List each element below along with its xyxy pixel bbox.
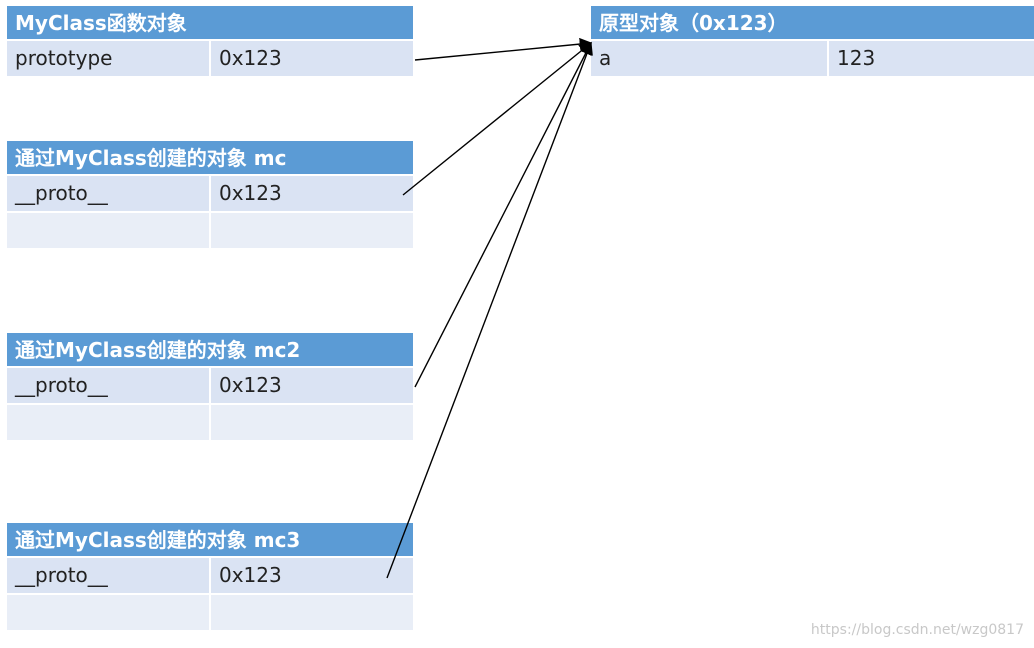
prototype-key: prototype bbox=[7, 41, 211, 76]
arrow-mc-to-proto-object bbox=[402, 42, 592, 196]
proto-key: __proto__ bbox=[7, 558, 211, 593]
myclass-function-title: MyClass函数对象 bbox=[7, 6, 413, 41]
prototype-object-table: 原型对象（0x123） a 123 bbox=[591, 6, 1034, 78]
empty-row bbox=[7, 595, 413, 632]
myclass-function-table: MyClass函数对象 prototype 0x123 bbox=[7, 6, 413, 78]
empty-cell bbox=[211, 213, 413, 248]
empty-cell bbox=[7, 405, 211, 440]
table-row: __proto__ 0x123 bbox=[7, 176, 413, 213]
proto-key: __proto__ bbox=[7, 176, 211, 211]
instance-mc-table: 通过MyClass创建的对象 mc __proto__ 0x123 bbox=[7, 141, 413, 250]
watermark: https://blog.csdn.net/wzg0817 bbox=[810, 622, 1024, 638]
prototype-object-title: 原型对象（0x123） bbox=[591, 6, 1034, 41]
instance-mc3-table: 通过MyClass创建的对象 mc3 __proto__ 0x123 bbox=[7, 523, 413, 632]
table-row: __proto__ 0x123 bbox=[7, 558, 413, 595]
empty-cell bbox=[211, 405, 413, 440]
prototype-value: 0x123 bbox=[211, 41, 413, 76]
table-row: a 123 bbox=[591, 41, 1034, 78]
empty-row bbox=[7, 405, 413, 442]
instance-mc-title: 通过MyClass创建的对象 mc bbox=[7, 141, 413, 176]
proto-value: 0x123 bbox=[211, 368, 413, 403]
property-a-key: a bbox=[591, 41, 829, 76]
empty-row bbox=[7, 213, 413, 250]
arrow-mc3-to-proto-object bbox=[386, 41, 593, 579]
table-row: __proto__ 0x123 bbox=[7, 368, 413, 405]
proto-value: 0x123 bbox=[211, 176, 413, 211]
arrow-mc2-to-proto-object bbox=[414, 41, 592, 388]
arrow-prototype-to-proto-object bbox=[414, 37, 593, 61]
instance-mc3-title: 通过MyClass创建的对象 mc3 bbox=[7, 523, 413, 558]
instance-mc2-table: 通过MyClass创建的对象 mc2 __proto__ 0x123 bbox=[7, 333, 413, 442]
empty-cell bbox=[211, 595, 413, 630]
proto-value: 0x123 bbox=[211, 558, 413, 593]
empty-cell bbox=[7, 213, 211, 248]
table-row: prototype 0x123 bbox=[7, 41, 413, 78]
empty-cell bbox=[7, 595, 211, 630]
proto-key: __proto__ bbox=[7, 368, 211, 403]
property-a-value: 123 bbox=[829, 41, 1034, 76]
instance-mc2-title: 通过MyClass创建的对象 mc2 bbox=[7, 333, 413, 368]
